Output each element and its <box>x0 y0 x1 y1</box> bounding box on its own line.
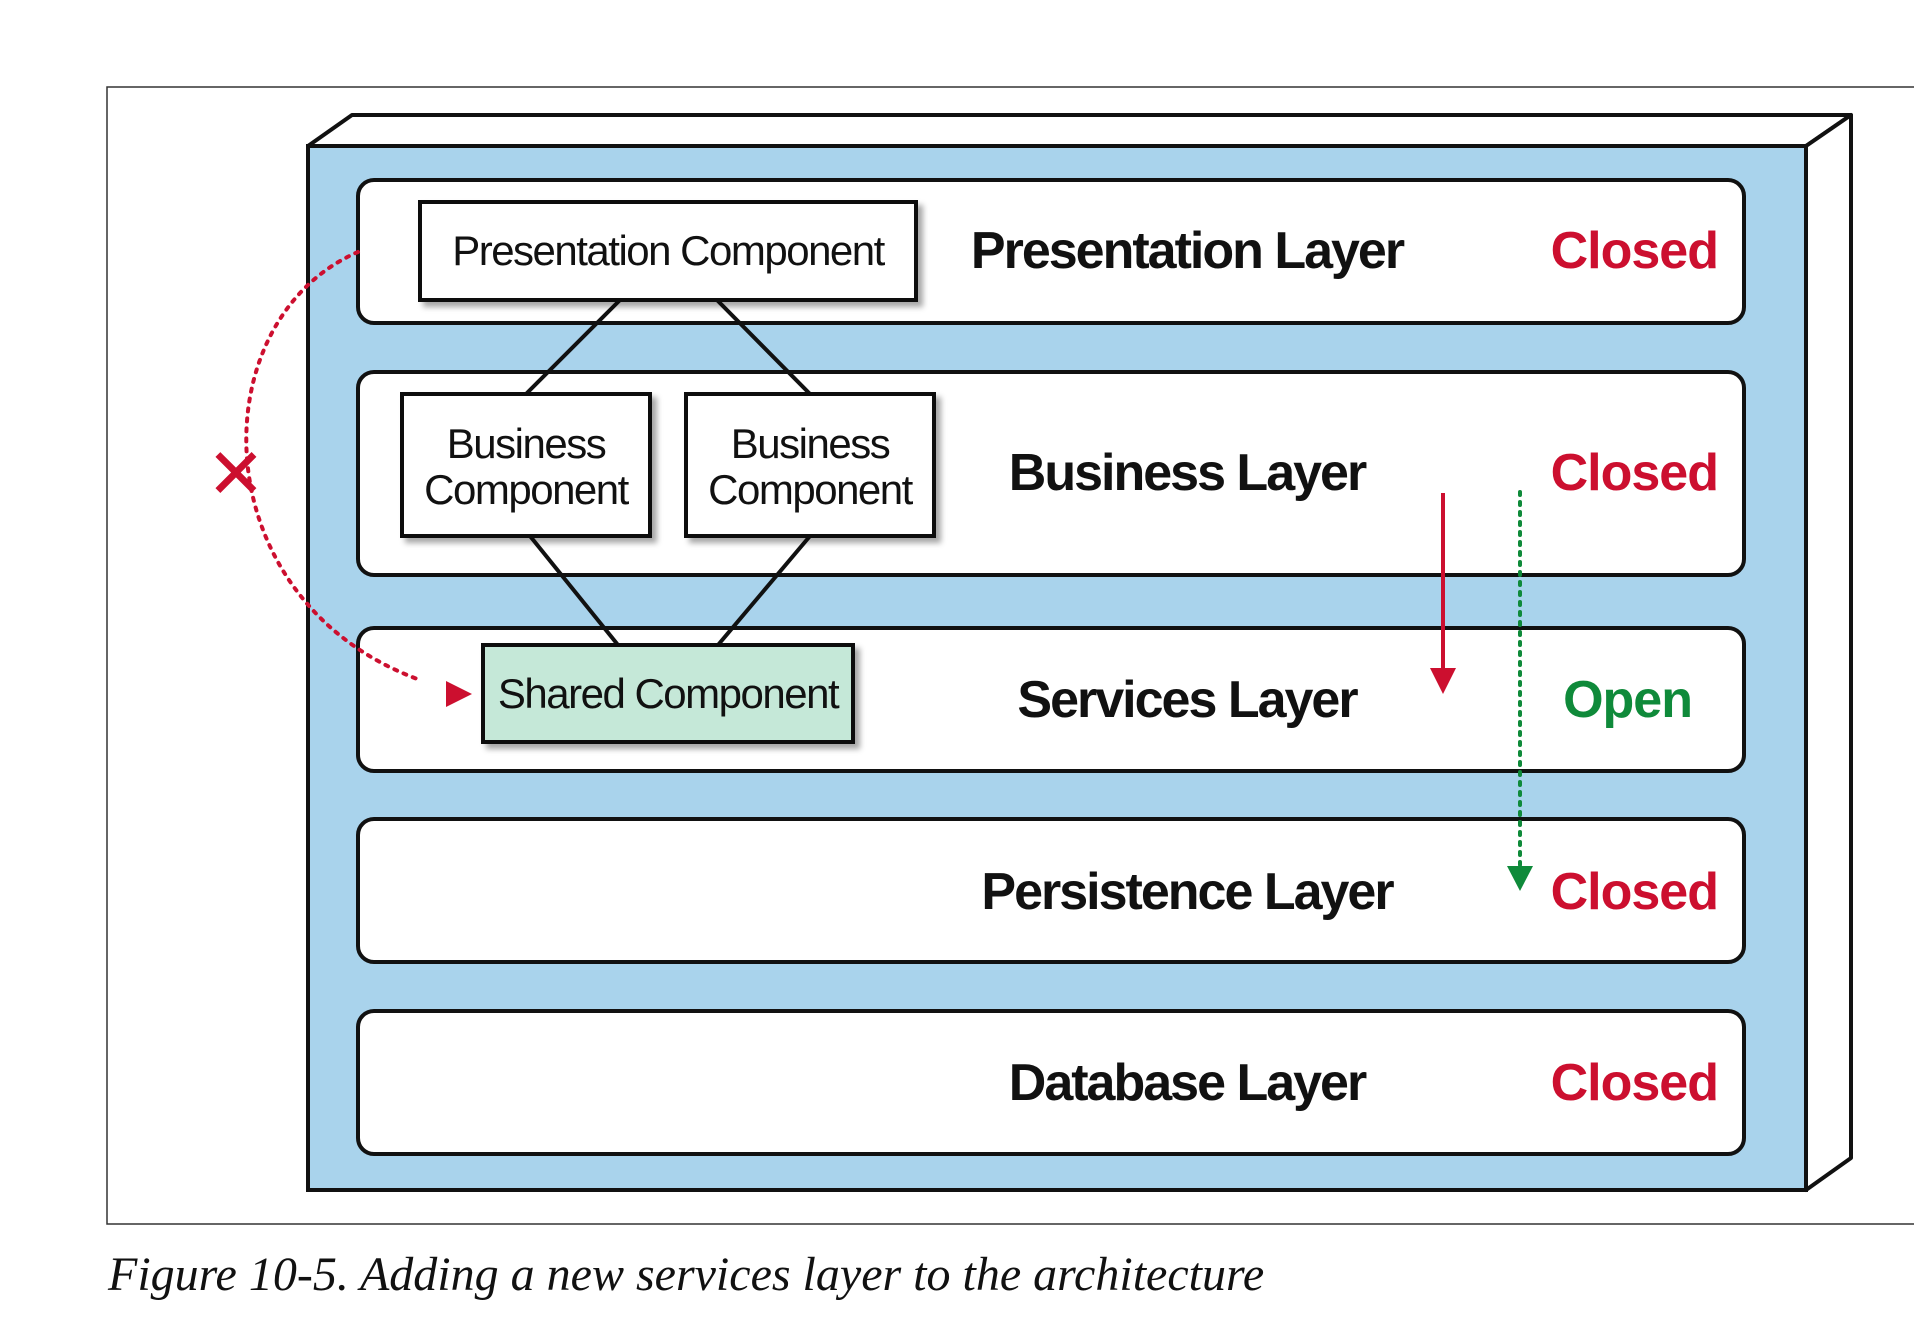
business-component-right: Business Component <box>684 392 936 538</box>
blocked-bypass-arrowhead <box>446 681 472 707</box>
business-component-left-line1: Business <box>447 420 606 467</box>
layer-name-business: Business Layer <box>1009 444 1367 502</box>
presentation-component: Presentation Component <box>418 200 918 302</box>
layer-status-database: Closed <box>1551 1054 1718 1112</box>
component-box <box>400 392 652 538</box>
presentation-component-label: Presentation Component <box>452 227 885 274</box>
open-bypass-arrowhead <box>1507 866 1533 891</box>
business-component-left: Business Component <box>400 392 652 538</box>
layer-status-presentation: Closed <box>1551 222 1718 280</box>
layer-persistence <box>356 817 1746 964</box>
connector-line <box>716 534 812 647</box>
layer-name-presentation: Presentation Layer <box>971 222 1405 280</box>
layer-band <box>356 1009 1746 1156</box>
container-side-face <box>1804 113 1853 1192</box>
component-box <box>481 643 855 744</box>
layer-name-persistence: Persistence Layer <box>981 863 1394 921</box>
shared-component: Shared Component <box>481 643 855 744</box>
layer-status-persistence: Closed <box>1551 863 1718 921</box>
layer-status-services: Open <box>1563 671 1692 729</box>
container-top-face <box>306 113 1853 148</box>
layer-status-business: Closed <box>1551 444 1718 502</box>
blocked-cross-icon: ✕ <box>207 433 266 515</box>
connector-line <box>715 298 812 396</box>
business-component-left-line2: Component <box>424 466 629 513</box>
layer-band <box>356 817 1746 964</box>
component-box <box>684 392 936 538</box>
connector-line <box>524 298 622 396</box>
layer-database <box>356 1009 1746 1156</box>
layer-name-database: Database Layer <box>1009 1054 1367 1112</box>
component-connectors <box>524 298 812 647</box>
layer-name-services: Services Layer <box>1017 671 1358 729</box>
shared-component-label: Shared Component <box>498 670 840 717</box>
closed-request-arrowhead <box>1430 668 1456 694</box>
connector-line <box>528 534 620 647</box>
blocked-bypass-arrow <box>244 250 422 682</box>
component-box <box>418 200 918 302</box>
figure-caption: Figure 10-5. Adding a new services layer… <box>107 1248 1264 1301</box>
business-component-right-line1: Business <box>731 420 890 467</box>
business-component-right-line2: Component <box>708 466 913 513</box>
